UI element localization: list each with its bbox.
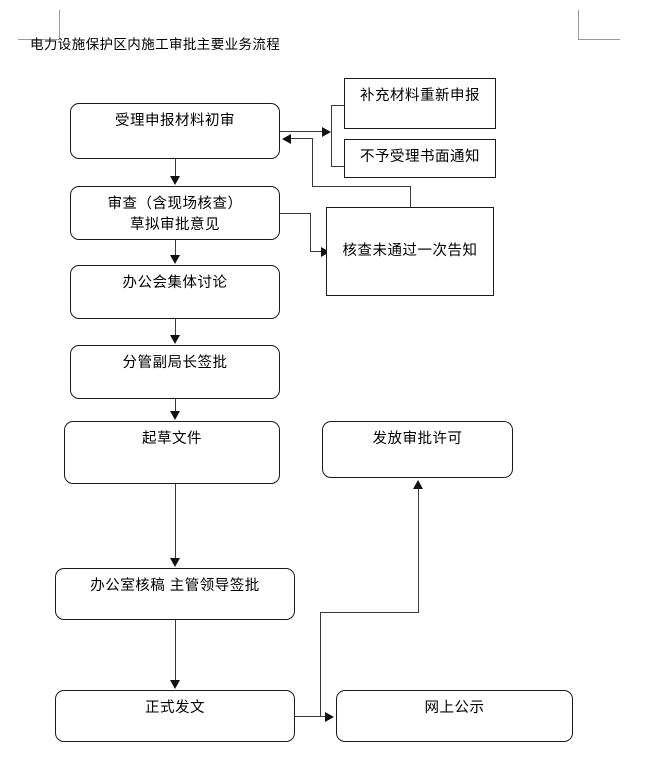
node-label: 审查（含现场核查） 草拟审批意见	[107, 196, 243, 234]
node-office-proofread-and-leader-signoff[interactable]: 办公室核稿 主管领导签批	[55, 568, 295, 620]
node-online-publicity[interactable]: 网上公示	[336, 690, 573, 742]
node-label: 核查未通过一次告知	[342, 242, 478, 259]
node-label: 起草文件	[142, 431, 202, 447]
node-label: 补充材料重新申报	[360, 88, 480, 104]
edge-n7-to-n8-vertical	[175, 399, 176, 412]
edge-branch-to-n1-horizontal	[291, 138, 313, 139]
arrowhead-branch-to-n1	[282, 134, 291, 144]
edge-n11-to-n9-vertical-left	[320, 612, 321, 717]
node-review-including-onsite-check[interactable]: 审查（含现场核查） 草拟审批意见	[70, 186, 280, 240]
crop-mark-top-right	[578, 10, 620, 40]
edge-n8-to-n10-vertical	[175, 484, 176, 559]
arrowhead-n1-to-n4	[170, 176, 180, 185]
edge-n10-to-n11-vertical	[175, 620, 176, 681]
node-label: 正式发文	[145, 700, 205, 716]
edge-n1-to-branch-horizontal	[280, 131, 324, 132]
edge-n11-to-n9-horizontal	[320, 612, 419, 613]
arrowhead-n7-to-n8	[170, 411, 180, 420]
arrowhead-n4-to-n6	[170, 255, 180, 264]
arrowhead-n6-to-n7	[170, 335, 180, 344]
node-accept-and-initial-review[interactable]: 受理申报材料初审	[70, 103, 280, 159]
node-official-issuance[interactable]: 正式发文	[55, 690, 295, 742]
node-label: 受理申报材料初审	[115, 113, 235, 129]
node-label: 发放审批许可	[372, 431, 463, 447]
edge-n11-to-n9-vertical-right	[418, 489, 419, 613]
arrowhead-n11-to-n12	[325, 712, 334, 722]
edge-n4-to-n5-horizontal-upper	[280, 213, 311, 214]
edge-n4-to-n6-vertical	[175, 240, 176, 256]
edge-n4-to-n5-horizontal-lower	[310, 251, 323, 252]
branch-bus-vertical	[331, 105, 332, 167]
edge-n11-to-n12-horizontal	[295, 716, 326, 717]
arrowhead-n1-to-branch	[322, 127, 331, 137]
node-supplement-materials-refile[interactable]: 补充材料重新申报	[344, 78, 496, 129]
node-draft-document[interactable]: 起草文件	[64, 421, 280, 484]
node-office-meeting-collective-discussion[interactable]: 办公会集体讨论	[70, 265, 280, 319]
node-written-notice-of-non-acceptance[interactable]: 不予受理书面通知	[344, 139, 496, 178]
edge-n4-to-n5-vertical	[310, 213, 311, 252]
branch-bus-to-n3	[331, 166, 345, 167]
edge-n5-to-n1-vertical-right	[410, 186, 411, 207]
edge-n6-to-n7-vertical	[175, 319, 176, 336]
arrowhead-n11-to-n9	[413, 480, 423, 489]
node-label: 网上公示	[424, 700, 485, 716]
edge-n1-to-n4-vertical	[175, 159, 176, 177]
edge-n5-to-n1-vertical-left	[312, 138, 313, 187]
node-check-failed-one-time-notice[interactable]: 核查未通过一次告知	[326, 207, 494, 296]
edge-n5-to-n1-horizontal	[312, 186, 411, 187]
node-label: 办公室核稿 主管领导签批	[90, 578, 260, 594]
page-title: 电力设施保护区内施工审批主要业务流程	[30, 37, 281, 52]
arrowhead-n8-to-n10	[170, 558, 180, 567]
arrowhead-n10-to-n11	[170, 680, 180, 689]
node-deputy-director-signoff[interactable]: 分管副局长签批	[70, 345, 280, 399]
branch-bus-to-n2	[331, 105, 345, 106]
node-issue-approval-permit[interactable]: 发放审批许可	[322, 421, 513, 478]
node-label: 办公会集体讨论	[122, 275, 228, 291]
node-label: 不予受理书面通知	[360, 149, 480, 165]
node-label: 分管副局长签批	[122, 355, 228, 371]
